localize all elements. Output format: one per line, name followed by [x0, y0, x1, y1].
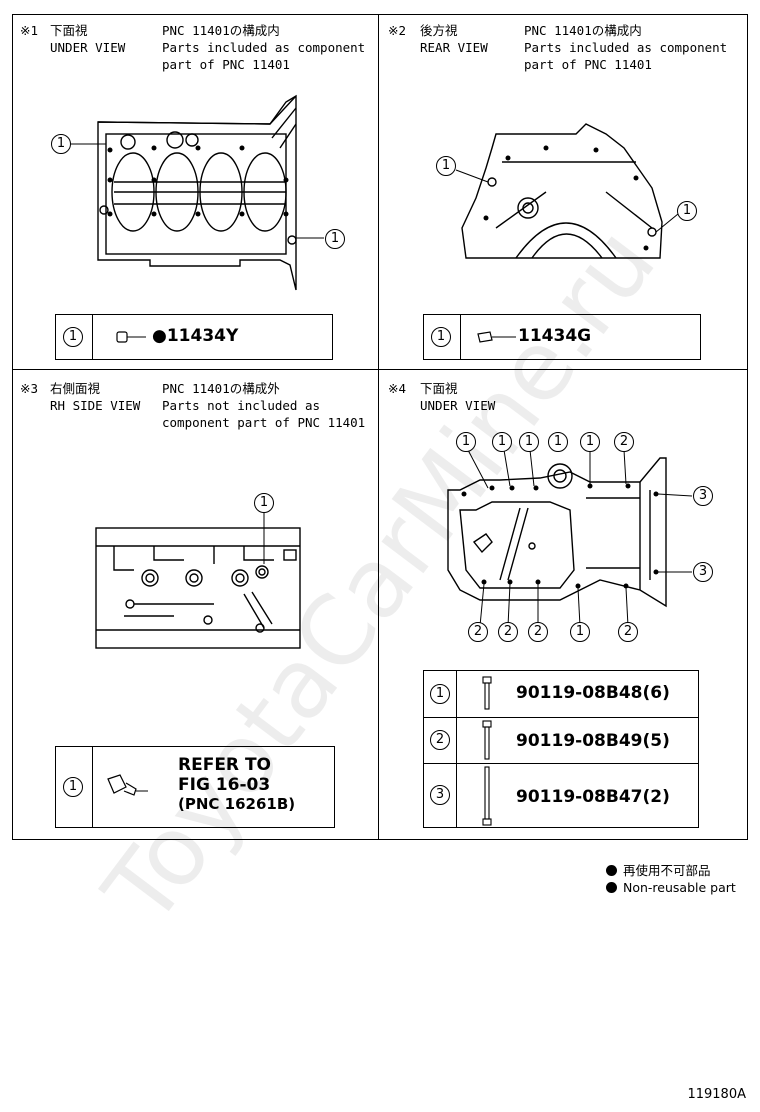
panel3-part-num: 1: [63, 777, 83, 797]
bolt-short-icon: [482, 676, 492, 710]
panel2-pnc-en-2: part of PNC 11401: [524, 57, 652, 72]
panel3-view-jp: 右側面視: [50, 381, 101, 396]
panel3-refer-to: REFER TO: [178, 755, 271, 775]
panel4-under-view-drawing: [447, 449, 693, 627]
panel4-mark: ※4: [388, 381, 406, 396]
panel3-refer-pnc: (PNC 16261B): [178, 795, 296, 813]
non-reusable-dot-icon: [606, 865, 617, 876]
panel3-header: ※3 右側面視 RH SIDE VIEW PNC 11401の構成外 Parts…: [20, 380, 380, 434]
panel1-mark: ※1: [20, 23, 38, 38]
panel4-callout: 2: [468, 622, 488, 642]
panel4-part-number: 90119-08B48(6): [516, 683, 670, 703]
legend-jp-text: 再使用不可部品: [623, 863, 711, 878]
panel2-mark: ※2: [388, 23, 406, 38]
panel4-view-jp: 下面視: [420, 381, 458, 396]
panel4-callout: 1: [456, 432, 476, 452]
panel4-callout: 1: [519, 432, 539, 452]
panel3-pnc-en-2: component part of PNC 11401: [162, 415, 366, 430]
panel1-parts-table: 1 ●11434Y: [55, 314, 333, 360]
panel4-view-en: UNDER VIEW: [420, 398, 496, 413]
panel1-header: ※1 下面視 UNDER VIEW PNC 11401の構成内 Parts in…: [20, 22, 380, 76]
panel3-rh-side-view-drawing: [95, 510, 301, 649]
pin-icon: [477, 331, 516, 343]
panel1-pnc-en-2: part of PNC 11401: [162, 57, 290, 72]
panel2-header: ※2 後方視 REAR VIEW PNC 11401の構成内 Parts inc…: [388, 22, 748, 76]
panel2-pnc-jp: PNC 11401の構成内: [524, 23, 642, 38]
panel1-pnc-en-1: Parts included as component: [162, 40, 366, 55]
panel2-view-en: REAR VIEW: [420, 40, 488, 55]
panel3-pnc-en-1: Parts not included as: [162, 398, 321, 413]
panel4-part-number: 90119-08B47(2): [516, 787, 670, 807]
panel4-callout: 2: [614, 432, 634, 452]
panel2-callout: 1: [436, 156, 456, 176]
panel4-callout: 2: [498, 622, 518, 642]
panel2-part-num: 1: [431, 327, 451, 347]
panel2-callout: 1: [677, 201, 697, 221]
panel1-under-view-drawing: [70, 94, 324, 291]
legend-en: Non-reusable part: [606, 880, 736, 895]
panel4-header: ※4 下面視 UNDER VIEW: [388, 380, 748, 420]
panel4-callout: 1: [570, 622, 590, 642]
panel4-callout: 3: [693, 562, 713, 582]
legend-en-text: Non-reusable part: [623, 880, 736, 895]
panel4-part-num: 1: [430, 684, 450, 704]
legend-jp: 再使用不可部品: [606, 860, 711, 879]
panel3-parts-table: 1 REFER TO FIG 16-03 (PNC 16261B): [55, 746, 335, 828]
panel2-rear-view-drawing: [455, 123, 679, 259]
panel4-callout: 2: [528, 622, 548, 642]
panel1-callout: 1: [325, 229, 345, 249]
panel4-part-number: 90119-08B49(5): [516, 731, 670, 751]
panel3-view-en: RH SIDE VIEW: [50, 398, 141, 413]
plug-icon: [116, 331, 146, 343]
panel1-pnc-jp: PNC 11401の構成内: [162, 23, 280, 38]
bolt-long-icon: [482, 766, 492, 826]
panel3-pnc-jp: PNC 11401の構成外: [162, 381, 280, 396]
sensor-icon: [107, 774, 148, 796]
diagram-frame: [12, 14, 748, 840]
panel2-part-number: 11434G: [518, 326, 592, 346]
bolt-medium-icon: [482, 720, 492, 760]
panel2-pnc-en-1: Parts included as component: [524, 40, 728, 55]
panel1-view-jp: 下面視: [50, 23, 88, 38]
panel3-callout: 1: [254, 493, 274, 513]
panel4-part-num: 2: [430, 730, 450, 750]
panel4-callout: 2: [618, 622, 638, 642]
panel4-parts-table: 1 90119-08B48(6) 2 90119-08B49(5) 3 9011…: [423, 670, 699, 828]
horizontal-divider: [12, 369, 748, 370]
panel2-view-jp: 後方視: [420, 23, 458, 38]
panel4-callout: 1: [548, 432, 568, 452]
figure-id: 119180A: [687, 1087, 746, 1102]
panel4-callout: 1: [580, 432, 600, 452]
panel1-view-en: UNDER VIEW: [50, 40, 126, 55]
panel1-part-number: ●11434Y: [152, 326, 239, 346]
vertical-divider: [378, 14, 379, 840]
panel3-refer-fig: FIG 16-03: [178, 775, 271, 795]
panel4-callout: 1: [492, 432, 512, 452]
panel1-part-num: 1: [63, 327, 83, 347]
panel4-callout: 3: [693, 486, 713, 506]
panel2-parts-table: 1 11434G: [423, 314, 701, 360]
panel4-part-num: 3: [430, 785, 450, 805]
panel1-callout: 1: [51, 134, 71, 154]
non-reusable-dot-icon: [606, 882, 617, 893]
panel3-mark: ※3: [20, 381, 38, 396]
